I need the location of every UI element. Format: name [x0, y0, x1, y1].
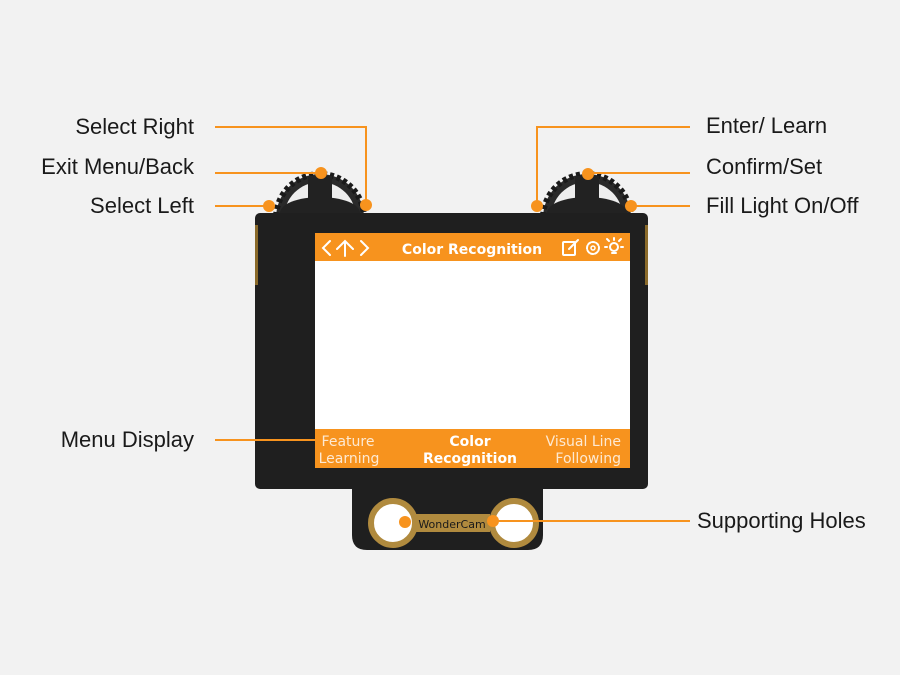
label-enter-learn: Enter/ Learn: [706, 113, 827, 138]
menu-item-visual-line-following[interactable]: Visual Line Following: [546, 434, 621, 467]
menu-item-feature-learning[interactable]: Feature Learning: [319, 434, 380, 467]
wondercam-label: WonderCam: [418, 518, 485, 531]
svg-text:Color: Color: [449, 434, 490, 450]
chevron-right-icon: [360, 240, 370, 256]
edit-icon: [562, 239, 579, 256]
svg-text:Feature: Feature: [322, 434, 375, 450]
light-bulb-icon: [604, 237, 624, 254]
callout-lines: [215, 126, 690, 522]
svg-text:Recognition: Recognition: [423, 451, 517, 467]
wondercam-plate: [414, 514, 490, 532]
arrow-up-icon: [336, 239, 354, 257]
svg-text:Visual Line: Visual Line: [546, 434, 621, 450]
menu-bar: [315, 429, 630, 468]
screen: [315, 233, 630, 468]
gear-icon: [586, 241, 600, 255]
label-exit-menu: Exit Menu/Back: [41, 154, 195, 179]
label-menu-display: Menu Display: [61, 427, 194, 452]
svg-text:Following: Following: [555, 451, 621, 467]
chevron-left-icon: [321, 240, 331, 256]
svg-text:Learning: Learning: [319, 451, 380, 467]
label-supporting-holes: Supporting Holes: [697, 508, 866, 533]
label-select-left: Select Left: [90, 193, 194, 218]
label-select-right: Select Right: [75, 114, 194, 139]
label-fill-light: Fill Light On/Off: [706, 193, 859, 218]
callout-dots: [263, 167, 637, 528]
menu-item-color-recognition[interactable]: Color Recognition: [423, 434, 517, 467]
screen-title: Color Recognition: [402, 242, 542, 258]
label-confirm-set: Confirm/Set: [706, 154, 822, 179]
